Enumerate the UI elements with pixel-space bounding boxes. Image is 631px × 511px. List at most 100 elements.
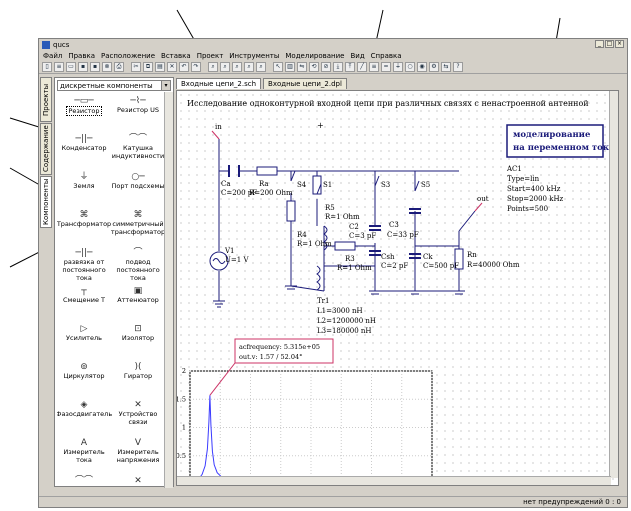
chevron-down-icon[interactable]: ▾	[161, 81, 170, 90]
component-item[interactable]: ✕3 индуктивно связанных	[111, 474, 165, 484]
component-label: Резистор US	[116, 106, 159, 114]
component-item[interactable]: ◈Фазосдвигатель	[57, 398, 112, 436]
new-file-icon[interactable]: ▯	[42, 62, 52, 72]
marker-line-1: acfrequency: 5.315e+05	[239, 343, 320, 351]
note-box[interactable]	[506, 124, 604, 158]
phase-shifter-icon: ◈	[80, 400, 88, 410]
maximize-icon[interactable]: □	[605, 40, 614, 48]
menu-project[interactable]: Проект	[196, 51, 224, 60]
help-icon[interactable]: ?	[453, 62, 463, 72]
component-item[interactable]: ⌒⌒Индуктивно связанные	[57, 474, 111, 484]
label-out-line	[474, 202, 483, 212]
component-item[interactable]: ─||─Конденсатор	[57, 132, 111, 170]
zoom-one-icon[interactable]: ⌕	[244, 62, 254, 72]
port-icon[interactable]: ○	[405, 62, 415, 72]
component-item[interactable]: ⏚Земля	[57, 170, 111, 208]
edit-icon[interactable]: ▥	[285, 62, 295, 72]
component-item[interactable]: ┬Смещение Т	[57, 284, 111, 322]
menu-help[interactable]: Справка	[370, 51, 402, 60]
component-item[interactable]: ⌘Трансформатор	[57, 208, 111, 246]
canvas-vscroll[interactable]	[609, 91, 618, 478]
component-item[interactable]: ✕Устройство связи	[111, 398, 165, 436]
label-r4: R4	[297, 231, 307, 239]
undo-icon[interactable]: ↶	[179, 62, 189, 72]
component-item[interactable]: ⊚Циркулятор	[57, 360, 111, 398]
circulator-icon: ⊚	[80, 362, 88, 372]
ammeter-icon: A	[80, 438, 88, 448]
schematic-canvas[interactable]: Исследование одноконтурной входной цепи …	[176, 90, 619, 486]
equation-icon[interactable]: =	[381, 62, 391, 72]
minimize-icon[interactable]: _	[595, 40, 604, 48]
coupler-icon: ✕	[134, 400, 142, 410]
components-scrollbar[interactable]	[164, 92, 173, 488]
component-item[interactable]: ⌘симметричный трансформатор	[111, 208, 165, 246]
exit-subcircuit-icon[interactable]: ⤒	[345, 62, 355, 72]
simulate-icon[interactable]: ⚙	[429, 62, 439, 72]
component-item[interactable]: ─⌇─Резистор US	[111, 94, 165, 132]
component-item[interactable]: ─||─развязка от постоянного тока	[57, 246, 111, 284]
delete-icon[interactable]: ✕	[167, 62, 177, 72]
save-icon[interactable]: ▪	[78, 62, 88, 72]
tab-components[interactable]: Компоненты	[40, 176, 52, 228]
wire-icon[interactable]: ╱	[357, 62, 367, 72]
cut-icon[interactable]: ✂	[131, 62, 141, 72]
component-label: Земля	[73, 182, 95, 190]
component-item[interactable]: ─▭─Резистор	[57, 94, 111, 132]
zoom-area-icon[interactable]: ⌕	[256, 62, 266, 72]
ac-simulation-block[interactable]: AC1 Type=lin Start=400 kHz Stop=2000 kHz…	[506, 165, 564, 213]
view-data-icon[interactable]: ⇆	[441, 62, 451, 72]
sine-icon	[212, 258, 226, 264]
tab-projects[interactable]: Проекты	[40, 77, 52, 122]
open-icon[interactable]: ▭	[66, 62, 76, 72]
menu-insert[interactable]: Вставка	[161, 51, 191, 60]
paste-icon[interactable]: ▤	[155, 62, 165, 72]
component-item[interactable]: ▷Усилитель	[57, 322, 111, 360]
label-c2-value: C=3 pF	[349, 232, 376, 240]
redo-icon[interactable]: ↷	[191, 62, 201, 72]
tab-display[interactable]: Входные цепи_2.dpl	[263, 78, 347, 89]
save-all-icon[interactable]: ▪	[90, 62, 100, 72]
rotate-icon[interactable]: ⟲	[309, 62, 319, 72]
menu-file[interactable]: Файл	[43, 51, 63, 60]
mirror-icon[interactable]: ⇋	[297, 62, 307, 72]
copy-icon[interactable]: ⧉	[143, 62, 153, 72]
label-ca: Ca	[221, 180, 231, 188]
new-text-icon[interactable]: ≡	[54, 62, 64, 72]
component-item[interactable]: )(Гиратор	[111, 360, 165, 398]
component-item[interactable]: ⊡Изолятор	[111, 322, 165, 360]
component-label: Циркулятор	[63, 372, 105, 380]
component-item[interactable]: ⌒подвод постоянного тока	[111, 246, 165, 284]
close-doc-icon[interactable]: ⊗	[102, 62, 112, 72]
tab-schematic[interactable]: Входные цепи_2.sch	[176, 78, 262, 89]
activate-icon[interactable]: ⊘	[321, 62, 331, 72]
label-v1: V1	[224, 247, 235, 255]
zoom-out-icon[interactable]: ⌕	[232, 62, 242, 72]
component-item[interactable]: ⌒⌒Катушка индуктивности	[111, 132, 165, 170]
inductor-icon: ⌒⌒	[128, 134, 147, 144]
component-category-select[interactable]: дискретные компоненты ▾	[57, 80, 171, 91]
zoom-in-icon[interactable]: ⌕	[220, 62, 230, 72]
tab-contents[interactable]: Содержание	[40, 123, 52, 175]
enter-subcircuit-icon[interactable]: ⤓	[333, 62, 343, 72]
component-item[interactable]: ○─Порт подсхемы	[111, 170, 165, 208]
menu-edit[interactable]: Правка	[68, 51, 95, 60]
component-item[interactable]: ▣Аттенюатор	[111, 284, 165, 322]
menu-simulation[interactable]: Моделирование	[285, 51, 345, 60]
close-icon[interactable]: ×	[615, 40, 624, 48]
menu-tools[interactable]: Инструменты	[229, 51, 280, 60]
select-icon[interactable]: ↖	[273, 62, 283, 72]
label-icon[interactable]: ≡	[369, 62, 379, 72]
menu-view[interactable]: Вид	[350, 51, 365, 60]
zoom-fit-icon[interactable]: ⌕	[208, 62, 218, 72]
diagram-plot[interactable]: 4e056e058e051e061.2e061.4e061.6e061.8e06…	[177, 338, 440, 486]
window-title: qucs	[53, 40, 70, 49]
menu-positioning[interactable]: Расположение	[100, 51, 156, 60]
document-tabs: Входные цепи_2.sch Входные цепи_2.dpl	[176, 77, 347, 89]
canvas-hscroll[interactable]	[177, 476, 611, 485]
marker-icon[interactable]: ◉	[417, 62, 427, 72]
print-icon[interactable]: ⎙	[114, 62, 124, 72]
ground-icon[interactable]: ⏚	[393, 62, 403, 72]
